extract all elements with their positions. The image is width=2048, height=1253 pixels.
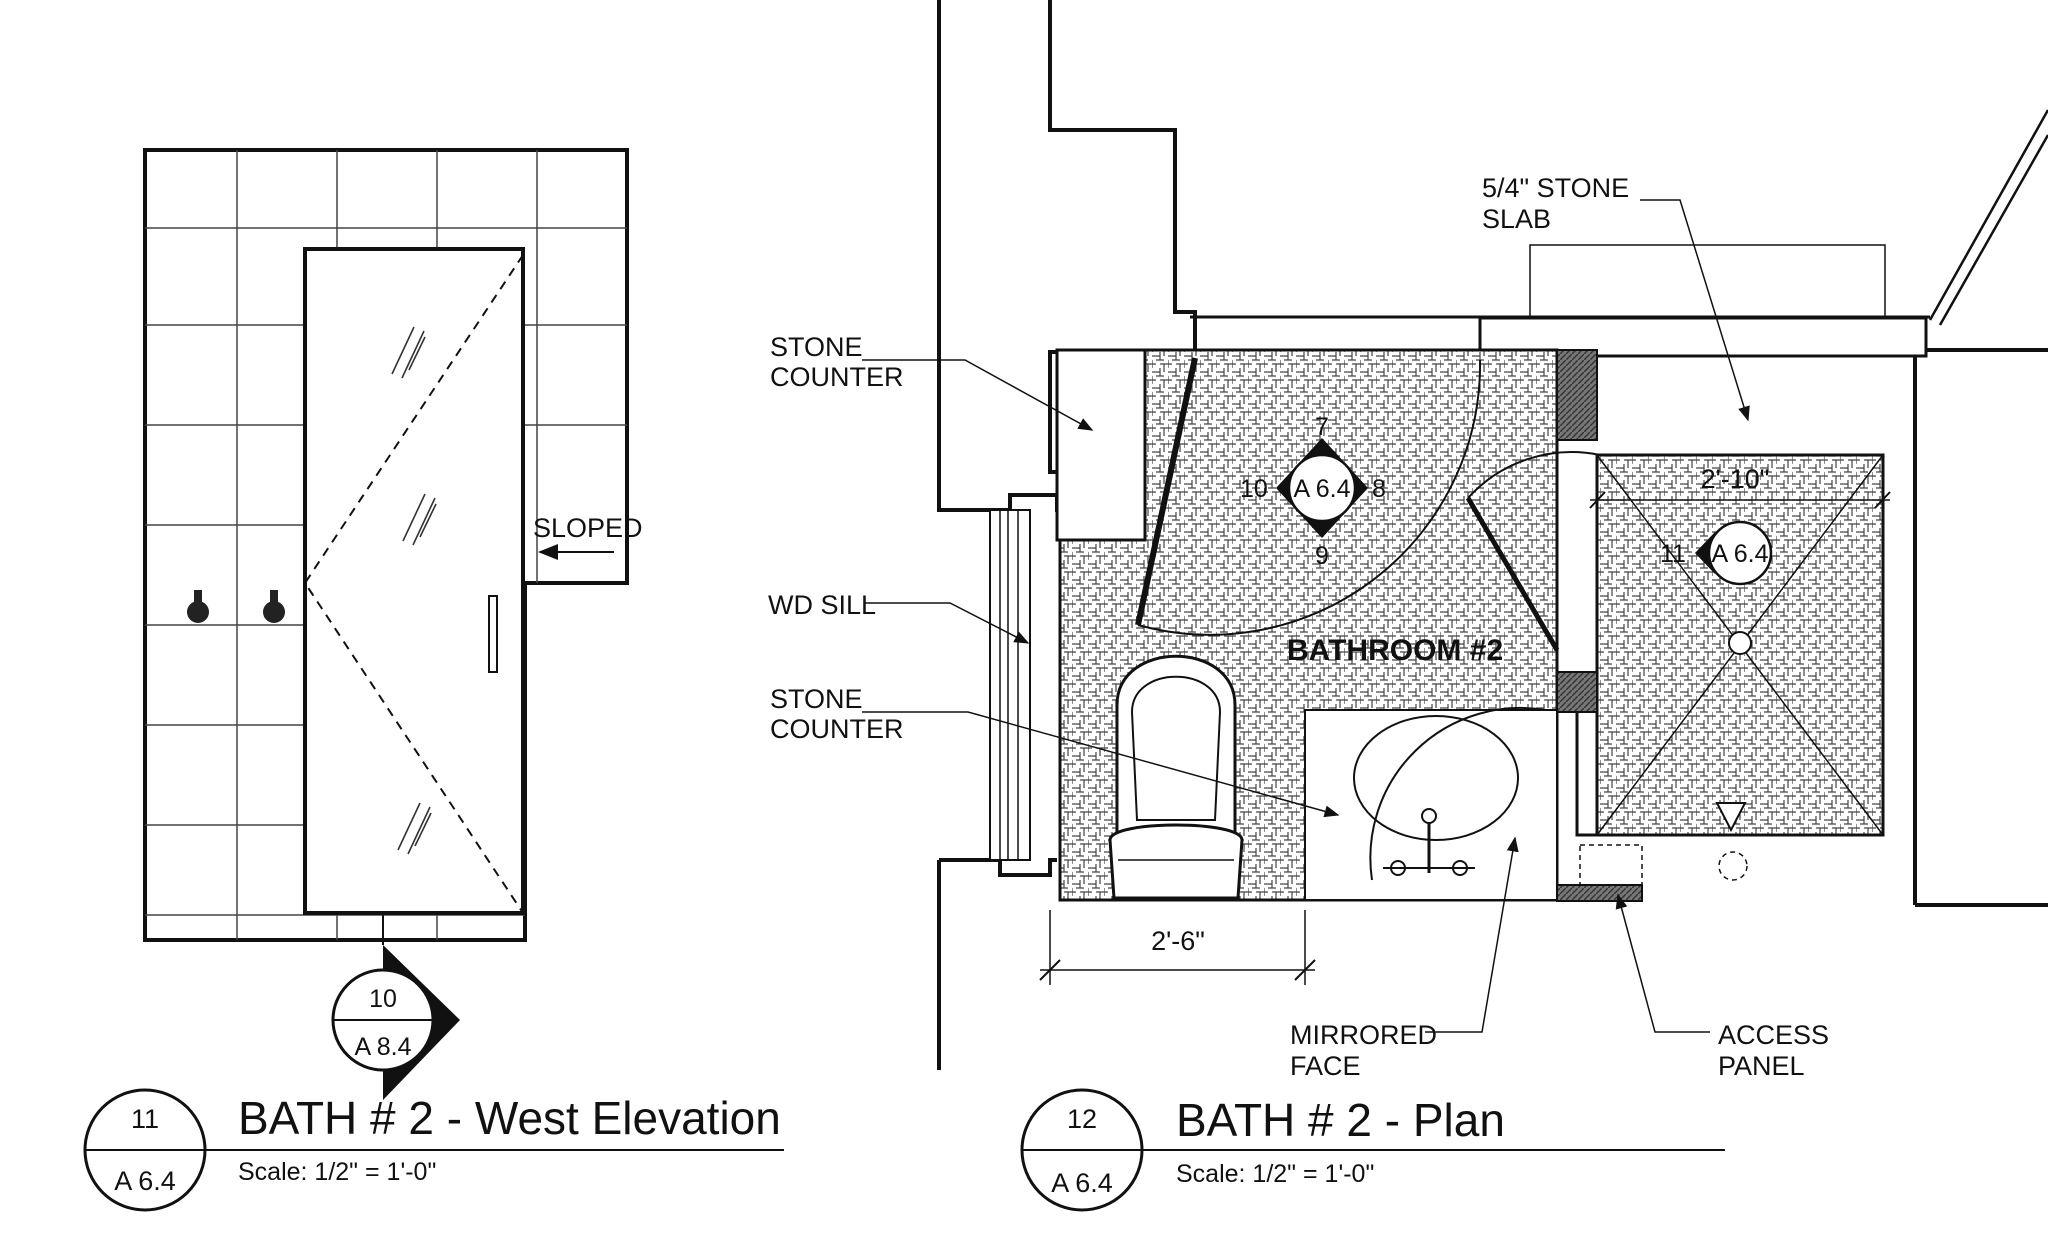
wd-sill-callout: WD SILL xyxy=(768,590,1030,644)
svg-text:STONE: STONE xyxy=(770,332,863,362)
stone-counter-upper xyxy=(1055,348,1147,542)
svg-text:WD SILL: WD SILL xyxy=(768,590,876,620)
mirrored-face-callout: MIRRORED FACE xyxy=(1290,836,1519,1081)
svg-text:SLAB: SLAB xyxy=(1482,204,1551,234)
room-name: BATHROOM #2 xyxy=(1287,634,1503,667)
shower-width-dimension: 2'-10" xyxy=(1589,464,1891,509)
plan-scale: Scale: 1/2" = 1'-0" xyxy=(1176,1160,1374,1188)
svg-text:5/4" STONE: 5/4" STONE xyxy=(1482,173,1629,203)
bath-plan-drawing: A 6.4 7 8 9 10 A 6.4 11 BATHROOM #2 2'-6… xyxy=(768,0,2048,1212)
svg-text:STONE: STONE xyxy=(770,684,863,714)
svg-text:COUNTER: COUNTER xyxy=(770,714,904,744)
glass-reflection-marks xyxy=(391,326,437,855)
section-marker-sheet: A 8.4 xyxy=(355,1033,412,1061)
svg-text:ACCESS: ACCESS xyxy=(1718,1020,1829,1050)
plan-title: BATH # 2 - Plan xyxy=(1176,1094,1505,1146)
plan-title-block: 12 A 6.4 BATH # 2 - Plan Scale: 1/2" = 1… xyxy=(1020,1088,1725,1212)
door-handle xyxy=(488,595,498,673)
access-panel-callout: ACCESS PANEL xyxy=(1615,893,1829,1081)
svg-text:COUNTER: COUNTER xyxy=(770,362,904,392)
marker-north: 7 xyxy=(1315,413,1329,441)
svg-text:FACE: FACE xyxy=(1290,1051,1361,1081)
shower-marker-number: 11 xyxy=(1660,540,1686,568)
elevation-title: BATH # 2 - West Elevation xyxy=(238,1092,781,1144)
door-swing-lines xyxy=(303,254,524,914)
plan-tag-number: 12 xyxy=(1067,1104,1097,1134)
marker-south: 9 xyxy=(1315,542,1329,570)
vanity-sink xyxy=(1304,707,1558,901)
stone-counter-upper-callout: STONE COUNTER xyxy=(770,332,1094,431)
stone-slab-callout: 5/4" STONE SLAB xyxy=(1482,173,1750,422)
interior-elevation-marker: A 6.4 7 8 9 10 xyxy=(1240,413,1386,570)
elevation-scale: Scale: 1/2" = 1'-0" xyxy=(238,1158,436,1186)
marker-west: 10 xyxy=(1240,475,1268,503)
shower-width-text: 2'-10" xyxy=(1701,464,1770,494)
section-marker-10: 10 A 8.4 xyxy=(331,945,460,1100)
elevation-title-block: 11 A 6.4 BATH # 2 - West Elevation Scale… xyxy=(83,1088,784,1212)
section-marker-number: 10 xyxy=(369,985,397,1013)
vanity-width-dimension: 2'-6" xyxy=(1039,910,1316,985)
shower-drain xyxy=(1728,631,1752,655)
west-elevation-drawing: SLOPED 10 A 8.4 11 A 6.4 BATH # 2 - West… xyxy=(83,148,784,1212)
shower-elevation-marker: A 6.4 11 xyxy=(1660,520,1773,586)
stone-counter-lower-callout: STONE COUNTER xyxy=(770,684,1340,818)
shower-marker-sheet: A 6.4 xyxy=(1712,540,1769,568)
marker-sheet: A 6.4 xyxy=(1294,475,1351,503)
vanity-width-text: 2'-6" xyxy=(1151,926,1205,956)
elevation-tag-number: 11 xyxy=(131,1104,159,1134)
sloped-label: SLOPED xyxy=(533,513,643,543)
door-swing xyxy=(1135,357,1601,652)
plan-tag-sheet: A 6.4 xyxy=(1051,1168,1113,1198)
window-sill xyxy=(989,509,1031,861)
svg-text:PANEL: PANEL xyxy=(1718,1051,1805,1081)
marker-east: 8 xyxy=(1372,475,1386,503)
access-panel xyxy=(1556,884,1643,902)
shower-glass-door xyxy=(303,247,525,915)
elevation-tag-sheet: A 6.4 xyxy=(114,1166,176,1196)
shower-valve-icon xyxy=(187,590,285,623)
toilet-icon xyxy=(1108,654,1244,900)
svg-text:MIRRORED: MIRRORED xyxy=(1290,1020,1437,1050)
